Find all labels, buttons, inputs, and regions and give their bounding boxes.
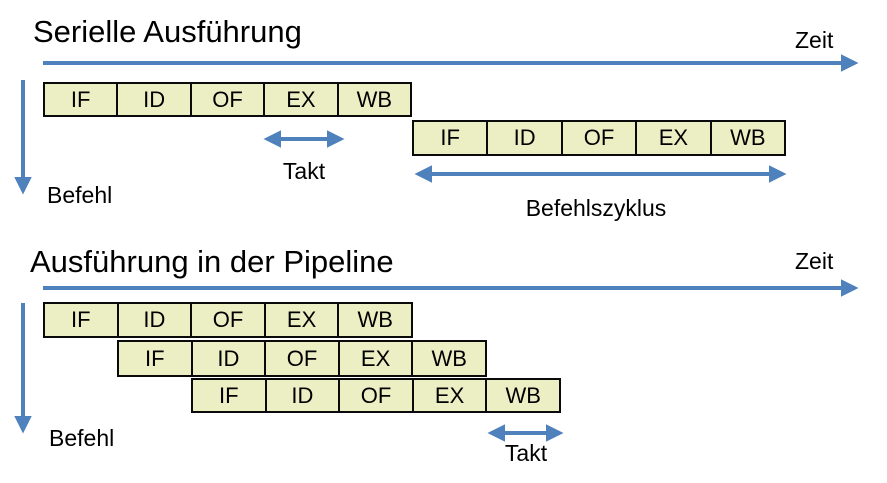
befehl-label-pipeline: Befehl [49,425,115,451]
stage-cell-if: IF [43,82,119,117]
stage-cell-id: ID [116,302,193,338]
takt-label-serial: Takt [282,158,326,184]
serial-instruction-1-row: IF ID OF EX WB [43,82,413,117]
befehl-label-serial: Befehl [47,182,113,208]
pipeline-instruction-2-row: IF ID OF EX WB [117,340,487,377]
stage-cell-of: OF [189,82,266,117]
stage-cell-id: ID [486,120,563,156]
stage-cell-wb: WB [709,120,787,156]
stage-cell-id: ID [116,82,192,117]
stage-cell-wb: WB [485,378,561,413]
stage-cell-ex: EX [263,302,340,338]
pipeline-instruction-3-row: IF ID OF EX WB [191,378,561,413]
stage-cell-of: OF [190,302,266,338]
pipeline-section-title: Ausführung in der Pipeline [30,244,394,279]
stage-cell-id: ID [264,378,341,413]
befehlszyklus-label: Befehlszyklus [525,195,667,221]
stage-cell-if: IF [412,120,489,156]
stage-cell-ex: EX [411,378,488,413]
stage-cell-of: OF [264,340,340,377]
stage-cell-wb: WB [411,340,487,377]
stage-cell-if: IF [191,378,267,413]
stage-cell-ex: EX [635,120,712,156]
stage-cell-of: OF [560,120,638,156]
pipeline-instruction-1-row: IF ID OF EX WB [43,302,413,338]
stage-cell-wb: WB [337,302,413,338]
serial-instruction-2-row: IF ID OF EX WB [412,120,787,156]
stage-cell-id: ID [190,340,267,377]
stage-cell-of: OF [338,378,414,413]
stage-cell-ex: EX [263,82,339,117]
stage-cell-if: IF [117,340,193,377]
stage-cell-ex: EX [337,340,414,377]
stage-cell-wb: WB [336,82,413,117]
zeit-label-serial: Zeit [795,27,834,53]
stage-cell-if: IF [43,302,119,338]
zeit-label-pipeline: Zeit [795,248,834,274]
takt-label-pipeline: Takt [504,440,548,466]
serial-section-title: Serielle Ausführung [33,14,302,49]
